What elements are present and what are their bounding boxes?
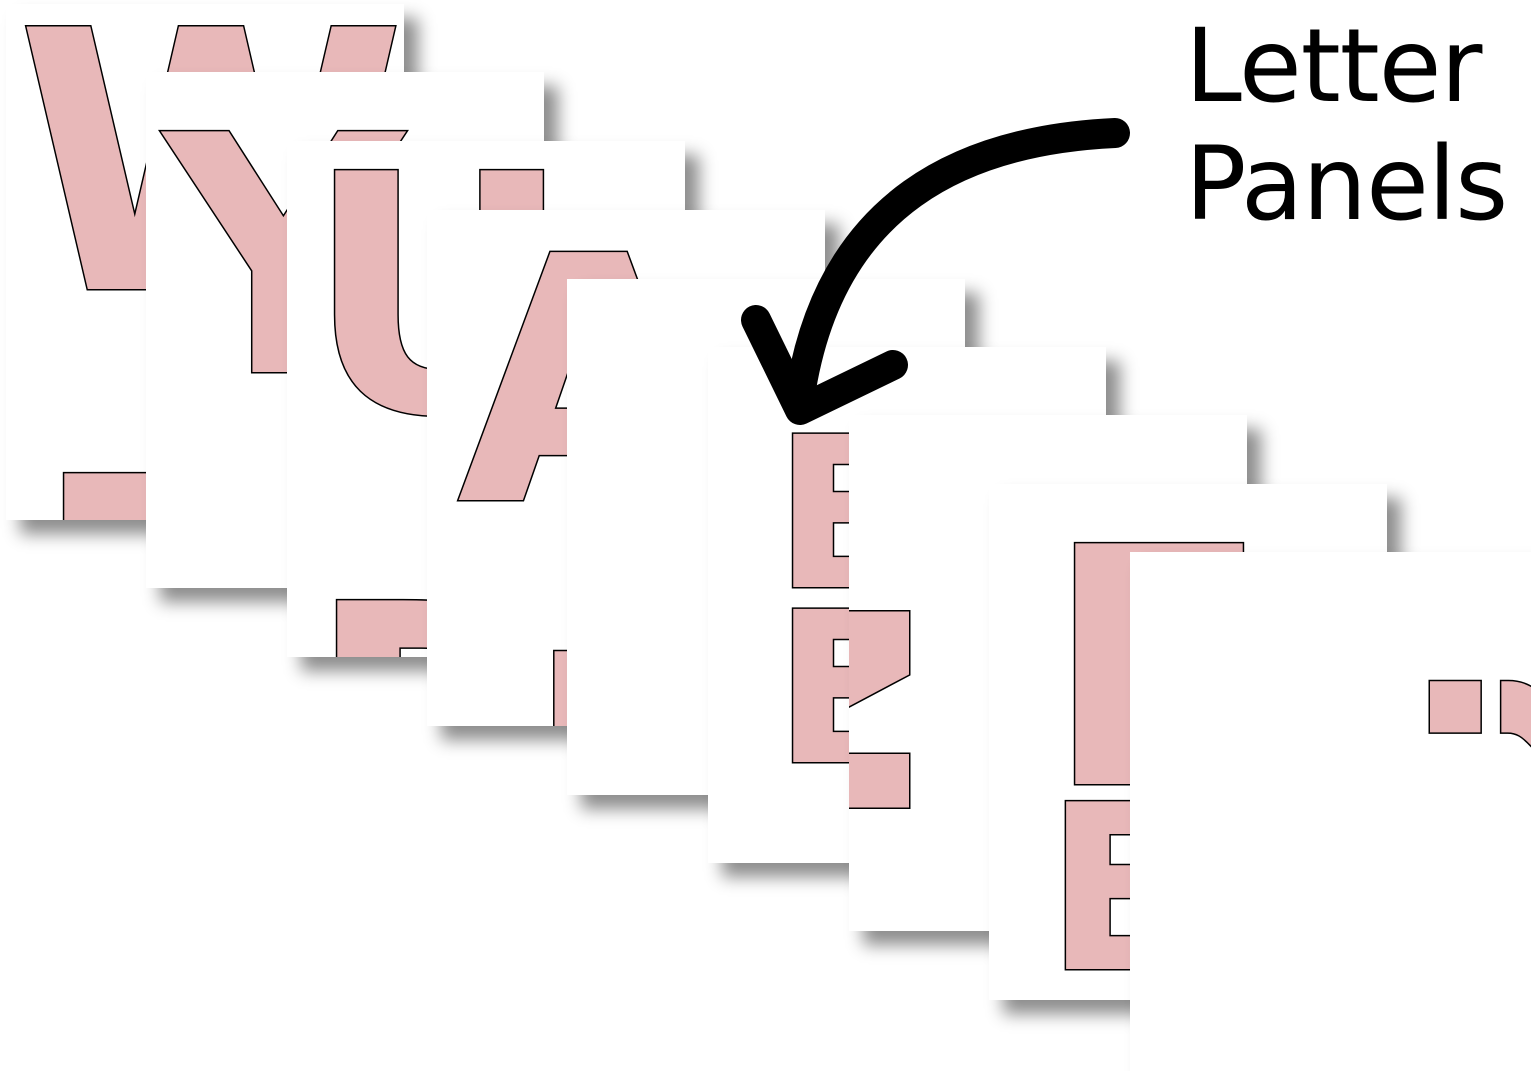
letter-panel-9-art: ? <box>1360 631 1531 802</box>
panel-7-top-letter: N <box>849 584 980 835</box>
caption-line-2: Panels <box>1185 125 1508 244</box>
panel-9-top-letter: ? <box>1361 632 1531 800</box>
letter-panel-9: ? <box>1130 552 1531 1071</box>
letter-panels-caption: Letter Panels <box>1185 8 1525 244</box>
letter-panel-7-art: N <box>849 582 982 836</box>
caption-line-1: Letter <box>1185 7 1482 126</box>
